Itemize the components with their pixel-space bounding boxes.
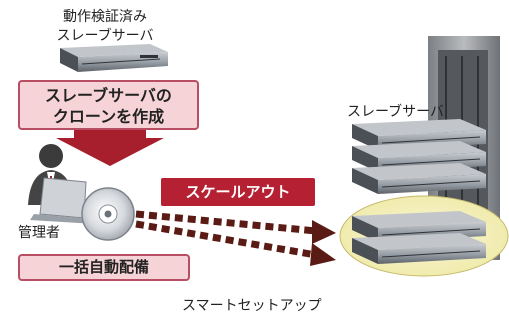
clone-step-line1: スレーブサーバの [45, 86, 172, 105]
smart-setup-caption: スマートセットアップ [182, 298, 322, 314]
admin-label: 管理者 [18, 225, 60, 241]
slave-server-stack-icon [352, 119, 486, 264]
scale-out-tag: スケールアウト [161, 178, 315, 206]
clone-down-arrow [56, 128, 164, 166]
cd-disc-icon [81, 187, 135, 241]
deploy-dotted-arrows [135, 210, 336, 266]
verified-slave-label: 動作検証済み スレーブサーバ [30, 8, 180, 46]
verified-slave-label-line2: スレーブサーバ [56, 28, 154, 44]
clone-step-line2: クローンを作成 [52, 107, 165, 126]
verified-slave-label-line1: 動作検証済み [63, 9, 147, 25]
slave-servers-label: スレーブサーバ [347, 104, 445, 120]
verified-server-icon [60, 44, 168, 72]
bulk-deploy-box: 一括自動配備 [18, 254, 190, 281]
clone-step-box: スレーブサーバの クローンを作成 [18, 80, 199, 130]
